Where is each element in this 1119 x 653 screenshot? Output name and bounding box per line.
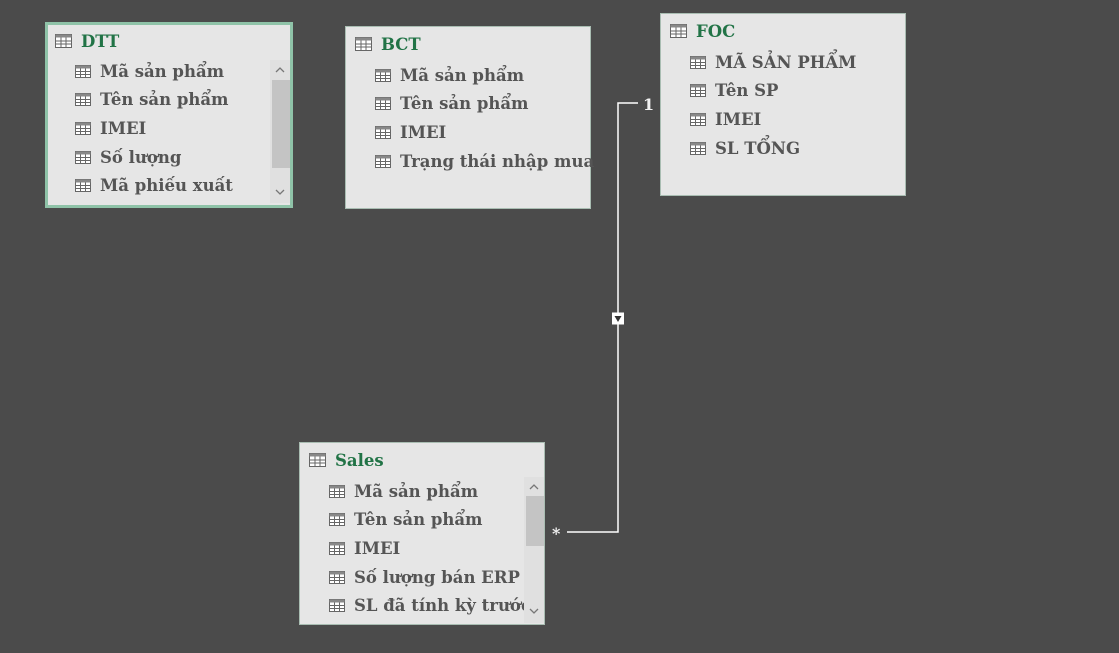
field-item[interactable]: IMEI [346, 118, 590, 147]
table-icon [355, 37, 372, 51]
field-icon [690, 112, 706, 126]
field-item[interactable]: Mã sản phẩm [300, 477, 544, 506]
table-name: FOC [696, 21, 736, 41]
field-item[interactable]: Tên SP [661, 77, 905, 106]
field-name: IMEI [715, 109, 762, 129]
field-list[interactable]: MÃ SẢN PHẨM Tên SP IMEI SL TỔNG [661, 48, 905, 162]
relationship-one-label: 1 [643, 95, 655, 114]
field-name: Trạng thái nhập mua [400, 151, 595, 171]
table-card-dtt[interactable]: DTT Mã sản phẩm Tên sản phẩm IMEI Số lượ… [45, 22, 293, 208]
field-item[interactable]: Số lượng [48, 143, 290, 172]
field-item[interactable]: SL TỔNG [661, 134, 905, 163]
field-item[interactable]: Trạng thái nhập mua [346, 147, 594, 176]
field-list[interactable]: Mã sản phẩm Tên sản phẩm IMEI Trạng thái… [346, 61, 594, 176]
field-item[interactable]: IMEI [48, 114, 290, 143]
field-icon [375, 68, 391, 82]
field-item[interactable]: IMEI [300, 534, 544, 563]
field-item[interactable]: Mã sản phẩm [346, 61, 590, 90]
field-name: Tên sản phẩm [354, 510, 483, 530]
table-header[interactable]: DTT [48, 25, 290, 57]
table-card-bct[interactable]: BCT Mã sản phẩm Tên sản phẩm IMEI Trạng … [345, 26, 594, 209]
field-name: IMEI [100, 118, 147, 138]
field-name: Tên sản phẩm [400, 94, 529, 114]
field-name: Mã sản phẩm [100, 61, 225, 81]
field-icon [329, 570, 345, 584]
field-icon [690, 141, 706, 155]
field-item[interactable]: Mã phiếu xuất [48, 171, 290, 200]
table-name: Sales [335, 450, 384, 470]
table-card-sales[interactable]: Sales Mã sản phẩm Tên sản phẩm IMEI Số l… [299, 442, 545, 625]
field-name: IMEI [400, 122, 447, 142]
field-name: Tên SP [715, 81, 779, 101]
field-icon [375, 97, 391, 111]
field-item[interactable]: SL đã tính kỳ trước [300, 591, 544, 620]
chevron-down-icon[interactable] [270, 184, 290, 200]
filter-direction-arrow-icon [612, 312, 624, 325]
chevron-up-icon[interactable] [270, 62, 290, 78]
field-icon [690, 55, 706, 69]
field-item[interactable]: Tên sản phẩm [48, 86, 290, 115]
field-item[interactable]: Tên sản phẩm [300, 506, 544, 535]
relationship-many-label: * [552, 524, 561, 543]
table-header[interactable]: Sales [300, 443, 544, 477]
field-icon [375, 125, 391, 139]
field-list[interactable]: Mã sản phẩm Tên sản phẩm IMEI Số lượng M… [48, 57, 290, 200]
table-name: DTT [81, 31, 120, 51]
field-name: Số lượng [100, 147, 182, 167]
field-name: MÃ SẢN PHẨM [715, 52, 857, 72]
field-name: Tên sản phẩm [100, 90, 229, 110]
field-name: Số lượng bán ERP [354, 567, 520, 587]
field-icon [75, 121, 91, 135]
field-icon [690, 84, 706, 98]
field-name: Mã sản phẩm [354, 481, 479, 501]
field-item[interactable]: Tên sản phẩm [346, 90, 590, 119]
field-icon [75, 64, 91, 78]
field-name: SL đã tính kỳ trước [354, 596, 531, 616]
chevron-up-icon[interactable] [524, 479, 544, 495]
field-icon [329, 599, 345, 613]
field-item[interactable]: Mã sản phẩm [48, 57, 290, 86]
field-icon [329, 513, 345, 527]
scrollbar[interactable] [524, 477, 544, 623]
scrollbar-thumb[interactable] [272, 80, 290, 168]
table-name: BCT [381, 34, 421, 54]
field-icon [75, 179, 91, 193]
table-card-foc[interactable]: FOC MÃ SẢN PHẨM Tên SP IMEI SL TỔNG [660, 13, 906, 196]
field-icon [329, 541, 345, 555]
field-icon [329, 484, 345, 498]
field-name: IMEI [354, 538, 401, 558]
table-icon [55, 34, 72, 48]
field-icon [75, 93, 91, 107]
field-item[interactable]: Số lượng bán ERP [300, 563, 544, 592]
table-header[interactable]: BCT [346, 27, 590, 61]
chevron-down-icon[interactable] [524, 603, 544, 619]
field-item[interactable]: IMEI [661, 105, 905, 134]
field-name: Mã sản phẩm [400, 65, 525, 85]
field-list[interactable]: Mã sản phẩm Tên sản phẩm IMEI Số lượng b… [300, 477, 544, 623]
table-icon [309, 453, 326, 467]
field-name: Mã phiếu xuất [100, 176, 233, 196]
table-icon [670, 24, 687, 38]
table-header[interactable]: FOC [661, 14, 905, 48]
scrollbar[interactable] [270, 60, 290, 203]
field-name: SL TỔNG [715, 138, 801, 158]
field-icon [75, 150, 91, 164]
field-icon [375, 154, 391, 168]
scrollbar-thumb[interactable] [526, 496, 544, 546]
field-item[interactable]: MÃ SẢN PHẨM [661, 48, 905, 77]
